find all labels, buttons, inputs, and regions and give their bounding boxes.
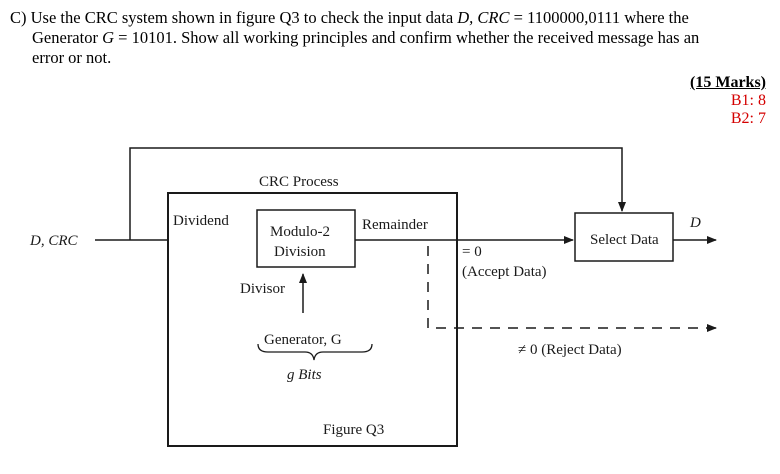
remainder-label: Remainder [362,217,428,233]
marks-block: (15 Marks) B1: 8 B2: 7 [690,74,766,128]
select-data-box [574,212,674,262]
select-data-label: Select Data [590,232,659,248]
process-title: CRC Process [259,174,339,190]
reject-arrow [427,246,717,332]
question-line-2: Generator G = 10101. Show all working pr… [32,28,700,47]
input-label: D, CRC [29,233,79,249]
crc-process-box [167,192,458,447]
feedback-arrow [129,147,626,240]
modulo2-division-box [256,209,356,268]
gbits-label: g Bits [287,367,322,383]
marks-b1: B1: 8 [730,92,766,109]
output-label: D [689,215,701,231]
question-text: C) Use the CRC system shown in figure Q3… [10,8,770,68]
eq-zero-label: = 0 [462,244,482,260]
marks-b2: B2: 7 [730,110,766,127]
question-label: C) [10,8,27,27]
total-marks: (15 Marks) [690,74,766,91]
figure-caption: Figure Q3 [323,422,384,438]
accept-label: (Accept Data) [462,264,547,280]
division-label-2: Division [274,244,326,260]
divisor-label: Divisor [240,281,285,297]
dividend-label: Dividend [173,213,229,229]
generator-brace [257,343,373,361]
division-label-1: Modulo-2 [270,224,330,240]
generator-label: Generator, G [264,332,342,348]
question-line-1: C) Use the CRC system shown in figure Q3… [10,8,689,27]
reject-label: ≠ 0 (Reject Data) [518,342,622,358]
question-line-3: error or not. [32,48,112,67]
